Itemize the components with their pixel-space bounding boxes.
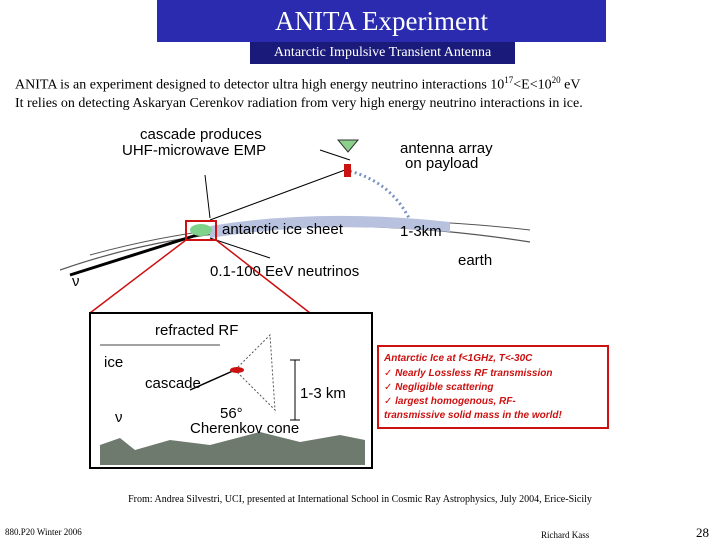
page-number: 28 [696,525,709,540]
payload-icon [344,164,351,177]
inset-figure: refracted RF ice cascade 1-3 km ν 56° Ch… [89,312,373,469]
source-citation: From: Andrea Silvestri, UCI, presented a… [128,494,592,505]
intro-line-2: It relies on detecting Askaryan Cerenkov… [15,95,583,111]
ice-properties-box: Antarctic Ice at f<1GHz, T<-30C ✓ Nearly… [377,345,609,429]
subtitle-banner: Antarctic Impulsive Transient Antenna [250,42,515,64]
cascade-blob [190,224,212,236]
slide-subtitle: Antarctic Impulsive Transient Antenna [273,45,492,60]
ice-box-item: ✓ Nearly Lossless RF transmission [384,368,552,379]
ice-box-border [377,345,609,429]
inset-neutrino-track [189,369,236,391]
rf-cone [344,168,412,221]
exponent-low: 17 [504,75,514,85]
ice-sheet-label: antarctic ice sheet [222,221,344,238]
antenna-label-2: on payload [405,155,478,172]
antenna-label-1: antenna array [400,140,493,157]
course-label: 880.P20 Winter 2006 [5,527,82,537]
cascade-label-1: cascade produces [140,126,262,143]
intro-line-1-text: ANITA is an experiment designed to detec… [15,77,505,93]
exponent-high: 20 [551,75,561,85]
signal-ray [209,169,346,221]
intro-unit: eV [560,77,581,93]
balloon-icon [336,139,360,153]
cascade-pointer [204,174,211,219]
slide-title: ANITA Experiment [274,5,489,36]
inset-cascade-mark [230,367,244,373]
inset-ice-label: ice [104,354,123,371]
ice-box-heading: Antarctic Ice at f<1GHz, T<-30C [383,353,533,364]
ice-box-item: ✓ largest homogenous, RF- [384,396,516,407]
anita-diagram: cascade produces UHF-microwave EMP anten… [60,126,609,469]
inset-depth-label: 1-3 km [300,385,346,402]
inset-cherenkov-label: Cherenkov cone [190,420,299,437]
ice-box-item: transmissive solid mass in the world! [384,410,563,421]
inset-cascade-label: cascade [145,375,201,392]
intro-inequality: <E<10 [513,77,552,93]
neutrino-pointer [209,237,271,259]
intro-line-1: ANITA is an experiment designed to detec… [15,71,715,95]
earth-label: earth [458,252,492,269]
title-banner: ANITA Experiment [157,0,606,42]
author-label: Richard Kass [541,530,590,540]
inset-nu-symbol: ν [115,409,123,426]
inset-angle-label: 56° [220,405,243,422]
ice-sheet-band [210,215,450,238]
inset-refracted-label: refracted RF [155,322,238,339]
zoom-line-right [215,239,311,314]
ice-box-item: ✓ Negligible scattering [384,382,494,393]
zoom-box [185,220,217,241]
neutrino-label: 0.1-100 EeV neutrinos [210,263,359,280]
neutrino-track [69,232,201,277]
antenna-pointer [319,149,351,161]
intro-text: ANITA is an experiment designed to detec… [15,71,715,113]
zoom-line-left [89,239,187,314]
cascade-label-2: UHF-microwave EMP [122,142,266,159]
inset-cone [234,333,276,412]
depth-label: 1-3km [400,223,442,240]
inset-depth-bracket [290,359,300,421]
bedrock [100,432,365,465]
nu-symbol-top: ν [72,273,80,290]
